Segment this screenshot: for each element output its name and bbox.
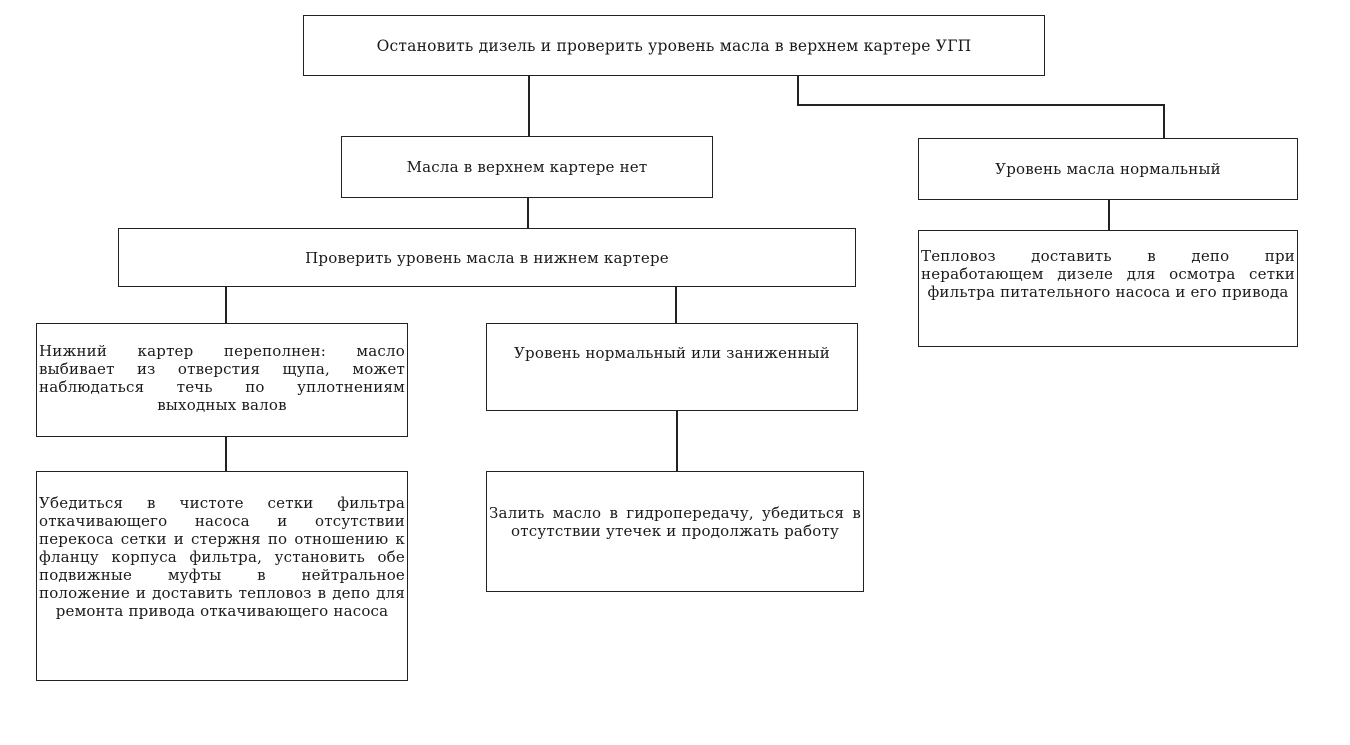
lower-normal-low-node: Уровень нормальный или заниженный xyxy=(486,323,858,411)
connector-checklower-to-overfilled xyxy=(225,287,227,323)
normal-action-node: Тепловоз доставить в депо при неработающ… xyxy=(918,230,1298,347)
fill-oil-action-text: Залить масло в гидропередачу, убедиться … xyxy=(489,504,861,540)
no-oil-upper-text: Масла в верхнем картере нет xyxy=(406,158,648,176)
connector-root-to-right-horizontal xyxy=(797,104,1164,106)
check-lower-text: Проверить уровень масла в нижнем картере xyxy=(305,248,669,267)
overfilled-action-text: Убедиться в чистоте сетки фильтра откачи… xyxy=(39,494,405,620)
normal-action-text: Тепловоз доставить в депо при неработающ… xyxy=(921,247,1295,301)
normal-level-node: Уровень масла нормальный xyxy=(918,138,1298,200)
no-oil-upper-node: Масла в верхнем картере нет xyxy=(341,136,713,198)
connector-root-to-right-vertical xyxy=(797,76,799,104)
connector-checklower-to-normallow xyxy=(675,287,677,323)
connector-overfilled-to-action xyxy=(225,437,227,471)
overfilled-action-node: Убедиться в чистоте сетки фильтра откачи… xyxy=(36,471,408,681)
lower-normal-low-text: Уровень нормальный или заниженный xyxy=(514,344,830,362)
lower-overfilled-text: Нижний картер переполнен: масло выбивает… xyxy=(39,342,405,414)
connector-noupper-to-checklower xyxy=(527,198,529,228)
connector-normal-to-action xyxy=(1108,200,1110,230)
connector-normallow-to-fill xyxy=(676,411,678,471)
connector-right-down xyxy=(1163,104,1165,138)
normal-level-text: Уровень масла нормальный xyxy=(995,160,1221,178)
lower-overfilled-node: Нижний картер переполнен: масло выбивает… xyxy=(36,323,408,437)
fill-oil-action-node: Залить масло в гидропередачу, убедиться … xyxy=(486,471,864,592)
root-node: Остановить дизель и проверить уровень ма… xyxy=(303,15,1045,76)
check-lower-node: Проверить уровень масла в нижнем картере xyxy=(118,228,856,287)
connector-root-to-left xyxy=(528,76,530,136)
root-node-text: Остановить дизель и проверить уровень ма… xyxy=(376,36,972,55)
